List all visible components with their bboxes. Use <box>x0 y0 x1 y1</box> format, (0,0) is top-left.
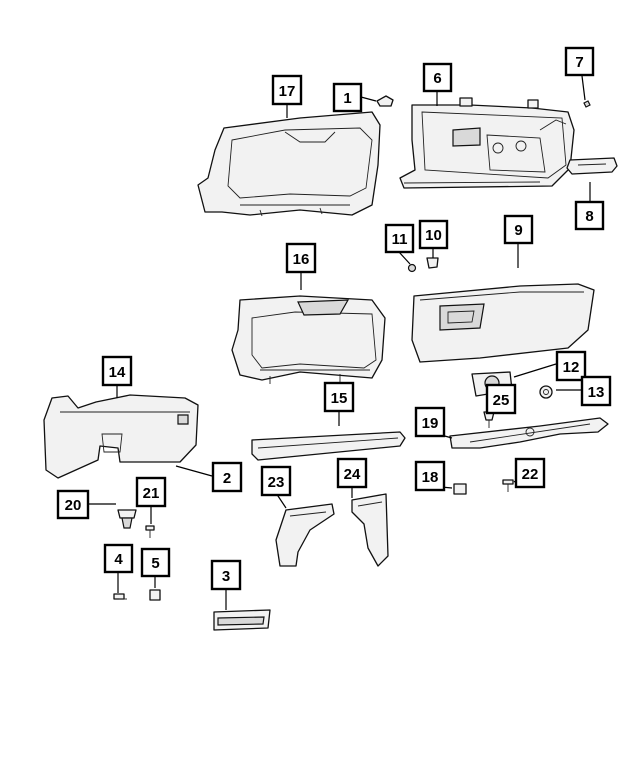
part-15-trim-strip <box>251 431 406 461</box>
callout-2: 2 <box>211 461 243 493</box>
leader-2 <box>175 465 213 477</box>
callout-8: 8 <box>574 200 605 231</box>
leader-lines <box>88 75 591 610</box>
callout-20: 20 <box>56 489 90 520</box>
callout-11: 11 <box>384 223 415 254</box>
part-11-clip <box>407 263 417 273</box>
leader-11 <box>398 251 411 265</box>
callout-12-label: 12 <box>563 359 580 376</box>
callout-21: 21 <box>135 476 167 508</box>
callout-4: 4 <box>103 543 134 574</box>
callout-12: 12 <box>555 350 587 382</box>
callout-20-label: 20 <box>65 497 82 514</box>
part-5-nut <box>149 589 161 601</box>
part-21-screw <box>145 525 155 538</box>
part-3-module <box>213 609 271 631</box>
callout-6-label: 6 <box>433 70 441 87</box>
callout-3: 3 <box>210 559 242 591</box>
callout-7: 7 <box>564 46 595 77</box>
callout-19-label: 19 <box>422 415 439 432</box>
callout-11-label: 11 <box>392 231 408 248</box>
callout-14: 14 <box>101 355 133 387</box>
callout-8-label: 8 <box>585 208 593 225</box>
callout-23-label: 23 <box>268 474 285 491</box>
part-17-glove-box-frame <box>197 111 381 217</box>
part-22-screw <box>502 479 514 492</box>
callout-23: 23 <box>260 465 292 497</box>
callout-2-label: 2 <box>223 470 231 487</box>
part-25-push-pin <box>483 411 495 428</box>
leader-12 <box>513 363 557 378</box>
callout-9: 9 <box>503 214 534 245</box>
part-14-lower-trim-panel <box>43 394 199 479</box>
part-10-clip <box>426 257 439 269</box>
leader-1 <box>360 96 377 102</box>
callout-17: 17 <box>271 74 303 106</box>
callout-1: 1 <box>332 82 363 113</box>
callout-5-label: 5 <box>151 555 159 572</box>
callout-5: 5 <box>140 547 171 578</box>
callout-13: 13 <box>580 375 612 407</box>
callout-7-label: 7 <box>575 54 583 71</box>
callout-3-label: 3 <box>222 568 230 585</box>
leader-7 <box>581 75 586 101</box>
callout-15: 15 <box>323 381 355 413</box>
part-1-clip <box>376 95 394 107</box>
callout-10: 10 <box>418 219 449 250</box>
part-18-clip <box>453 483 467 495</box>
part-4-bolt <box>113 593 127 600</box>
callout-10-label: 10 <box>425 227 442 244</box>
callout-22: 22 <box>514 457 546 489</box>
part-20-fastener <box>117 509 137 529</box>
callout-17-label: 17 <box>279 83 296 100</box>
callout-6: 6 <box>422 62 453 93</box>
part-16-glove-box-bin <box>231 295 386 384</box>
callout-4-label: 4 <box>114 551 123 568</box>
callout-25: 25 <box>485 383 517 415</box>
callout-22-label: 22 <box>522 466 539 483</box>
callout-14-label: 14 <box>109 364 126 381</box>
callout-16: 16 <box>285 242 317 274</box>
callout-15-label: 15 <box>331 390 348 407</box>
callout-18-label: 18 <box>422 469 439 486</box>
part-6-glove-box-housing <box>399 97 575 189</box>
callout-16-label: 16 <box>293 251 310 268</box>
part-9-glove-box-door <box>411 283 595 363</box>
callout-21-label: 21 <box>143 485 160 502</box>
part-24-right-side-trim <box>351 493 389 567</box>
part-7-nut <box>583 100 591 108</box>
callout-24-label: 24 <box>344 466 361 483</box>
callout-1-label: 1 <box>343 90 351 107</box>
callout-25-label: 25 <box>493 392 510 409</box>
part-19-reinforcement <box>449 417 609 449</box>
part-13-bumper <box>539 385 553 399</box>
part-8-bracket <box>566 157 618 175</box>
callout-19: 19 <box>414 406 446 438</box>
part-23-left-side-trim <box>275 503 335 567</box>
callout-18: 18 <box>414 460 446 492</box>
callout-13-label: 13 <box>588 384 605 401</box>
callout-24: 24 <box>336 457 368 489</box>
callout-9-label: 9 <box>514 222 522 239</box>
